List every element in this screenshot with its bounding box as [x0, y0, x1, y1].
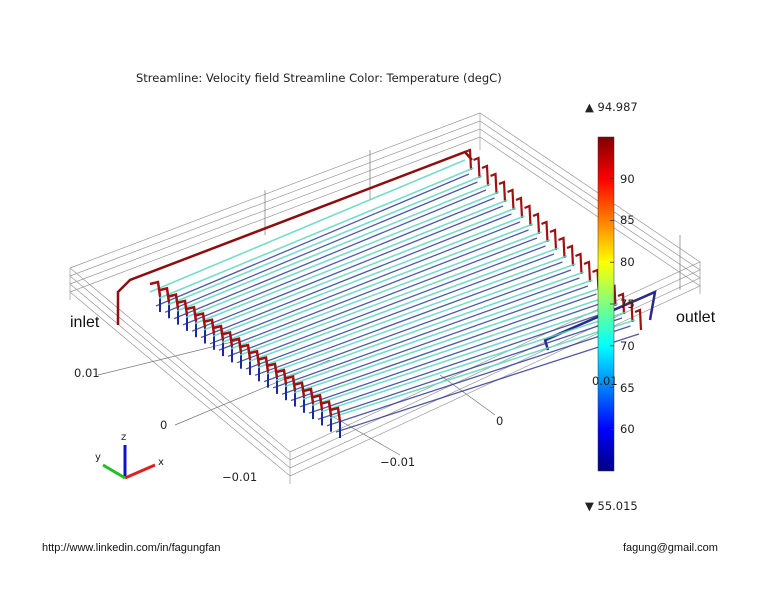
streamline-channel-return — [299, 301, 606, 408]
streamline-bend-hot — [532, 212, 541, 235]
streamline-bend-hot — [592, 268, 600, 291]
colorbar-tick-label: 70 — [620, 338, 635, 353]
streamline-bend-hot — [464, 148, 473, 171]
triad-x-axis — [124, 463, 156, 480]
streamline-channel — [284, 279, 593, 388]
streamline-bend-hot — [566, 244, 575, 267]
streamline-channel — [266, 263, 576, 375]
streamline-channel-return — [191, 205, 504, 332]
streamline-bend-hot — [541, 220, 549, 243]
streamline-channel-return — [155, 173, 470, 307]
colorbar-tick-label: 80 — [620, 255, 635, 270]
streamline-channel-return — [308, 309, 614, 414]
axis-line — [439, 374, 496, 416]
streamline-channel — [257, 255, 568, 369]
streamline-channel-return — [218, 229, 529, 351]
streamline-bend-hot — [549, 228, 558, 251]
streamline-bend-hot — [149, 280, 162, 297]
streamline-bend-hot — [515, 196, 524, 219]
streamline-channel-return — [326, 325, 631, 427]
streamline-channel-return — [164, 181, 478, 313]
axis-tick-label: 0 — [496, 414, 504, 428]
streamline-bend-hot — [507, 188, 515, 211]
streamline-channel — [176, 183, 491, 312]
streamline-channel — [167, 175, 483, 306]
streamline-channel — [158, 167, 474, 300]
streamline-channel — [203, 207, 517, 331]
streamline-bend-hot — [617, 292, 626, 315]
streamline-channel-return — [290, 293, 597, 402]
axis-triad — [102, 445, 156, 480]
streamline-bend-hot — [498, 180, 507, 203]
streamline-channel — [185, 191, 500, 318]
triad-z-label: z — [121, 432, 127, 443]
streamline-channel-return — [173, 189, 487, 320]
streamlines — [116, 148, 657, 438]
colorbar-min-label: ▼ 55.015 — [585, 499, 638, 513]
colorbar-tick-label: 60 — [620, 422, 635, 437]
streamline-channel — [230, 231, 542, 350]
streamline-channel-return — [263, 269, 572, 383]
inlet-manifold-streamline — [116, 150, 473, 325]
streamline-channel-return — [227, 237, 538, 358]
streamline-channel — [320, 311, 627, 413]
streamline-bend-hot — [626, 300, 634, 323]
footer-linkedin-link[interactable]: http://www.linkedin.com/in/fagungfan — [42, 542, 221, 554]
streamline-channel — [239, 239, 551, 356]
colorbar-tick-label: 75 — [620, 297, 635, 311]
colorbar-tick-label: 90 — [620, 171, 635, 186]
streamline-channel — [329, 319, 636, 419]
streamline-channel-return — [281, 285, 589, 395]
colorbar-ticks — [610, 178, 614, 430]
streamline-bend-hot — [634, 308, 643, 331]
axis-tick-label: 0.01 — [592, 374, 618, 388]
streamline-channel — [311, 303, 619, 407]
inlet-label: inlet — [70, 314, 100, 331]
axis-tick-label: 0.01 — [74, 366, 100, 380]
streamline-channel — [221, 223, 534, 344]
streamline-bend-hot — [575, 252, 583, 275]
triad-x-label: x — [158, 457, 164, 468]
streamline-channel-return — [245, 253, 555, 370]
streamline-channel — [293, 287, 602, 394]
streamline-bend-hot — [583, 260, 592, 283]
colorbar-max-label: ▲ 94.987 — [585, 100, 638, 114]
streamline-bend-hot — [473, 156, 481, 179]
colorbar-tick-label: 65 — [620, 380, 635, 395]
streamline-channel-return — [182, 197, 495, 326]
outlet-label: outlet — [676, 309, 716, 326]
streamline-channel-return — [236, 245, 546, 364]
colorbar-tick-label: 85 — [620, 213, 635, 228]
streamline-bend-hot — [481, 164, 490, 187]
streamline-channel — [212, 215, 525, 337]
triad-y-axis — [102, 463, 126, 480]
axis-tick-label: −0.01 — [380, 455, 416, 469]
streamline-channel-return — [200, 213, 512, 339]
streamline-channel — [248, 247, 559, 363]
streamline-bend-hot — [490, 172, 498, 195]
axis-line — [97, 339, 241, 376]
streamline-bend-hot — [558, 236, 566, 259]
axis-tick-label: 0 — [160, 418, 168, 432]
streamline-channel-return — [209, 221, 521, 345]
triad-y-label: y — [95, 452, 101, 463]
streamline-bend-hot — [524, 204, 532, 227]
streamline-channel — [149, 159, 466, 293]
plot-title: Streamline: Velocity field Streamline Co… — [136, 71, 502, 85]
streamline-bend-hot — [329, 406, 342, 423]
streamline-channel — [275, 271, 585, 381]
streamline-channel — [194, 199, 508, 325]
footer-email[interactable]: fagung@gmail.com — [623, 542, 718, 554]
axis-line — [329, 414, 401, 456]
axis-tick-label: −0.01 — [222, 470, 258, 484]
streamline-channel-return — [254, 261, 563, 376]
streamline-channel — [302, 295, 610, 400]
streamline-channel-return — [272, 277, 580, 389]
streamline-channel-return — [317, 317, 623, 421]
streamline-channel-return — [335, 333, 640, 433]
